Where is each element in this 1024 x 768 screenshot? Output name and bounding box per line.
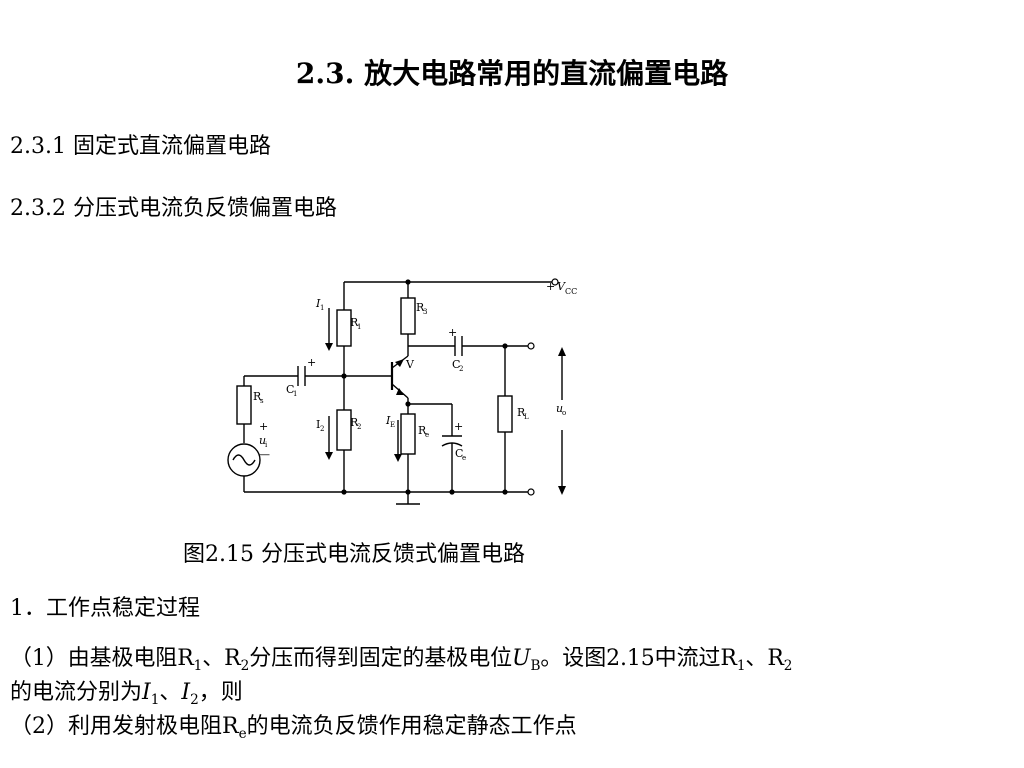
- ui-label: u: [259, 434, 266, 447]
- i1-sub-label: 1: [320, 304, 324, 312]
- resistor-rl: [497, 395, 513, 433]
- c2-label: C: [452, 358, 460, 371]
- section-heading-2-3-1: 2.3.1 固定式直流偏置电路: [10, 134, 271, 159]
- resistor-re: [400, 413, 416, 455]
- resistor-r1: [336, 309, 352, 347]
- paragraph-1-line-1: （1）由基极电阻R1、R2分压而得到固定的基极电位UB。设图2.15中流过R1、…: [10, 646, 793, 674]
- uo-sub-label: o: [562, 409, 566, 417]
- re-label: R: [418, 424, 427, 437]
- r3-sub-label: 3: [423, 308, 427, 316]
- c2-plus-label: +: [448, 326, 457, 339]
- c1-plus-label: +: [307, 356, 316, 369]
- r2-label: R: [350, 416, 359, 429]
- r3-label: R: [416, 301, 425, 314]
- ce-sub-label: e: [462, 454, 466, 462]
- re-sub-label: e: [425, 431, 429, 439]
- page-title: 2.3. 放大电路常用的直流偏置电路: [295, 57, 729, 90]
- resistor-r3: [400, 297, 416, 335]
- c2-sub-label: 2: [459, 365, 463, 373]
- ie-label: I: [385, 414, 391, 427]
- uo-label: u: [556, 402, 563, 415]
- c1-sub-label: 1: [293, 390, 297, 398]
- ui-minus-label: —: [259, 448, 270, 461]
- rl-label: R: [517, 406, 526, 419]
- transistor-label: V: [405, 358, 415, 371]
- ce-plus-label: +: [454, 420, 463, 433]
- vcc-plus-label: +: [546, 280, 555, 293]
- resistor-rs: [236, 385, 252, 425]
- paragraph-2: （2）利用发射极电阻Re的电流负反馈作用稳定静态工作点: [10, 714, 577, 742]
- steps-heading: 1．工作点稳定过程: [10, 596, 200, 621]
- ce-label: C: [455, 447, 463, 460]
- i2-sub-label: 2: [320, 425, 324, 433]
- figure-caption: 图2.15 分压式电流反馈式偏置电路: [183, 542, 525, 567]
- c1-label: C: [286, 383, 294, 396]
- resistor-r2: [336, 409, 352, 451]
- r1-sub-label: 1: [357, 323, 361, 331]
- vcc-label: V: [557, 280, 566, 293]
- ui-plus-label: +: [259, 420, 268, 433]
- ie-sub-label: E: [390, 421, 395, 429]
- i1-label: I: [315, 297, 321, 310]
- rl-sub-label: L: [524, 413, 529, 421]
- vcc-sub-label: CC: [565, 287, 577, 296]
- rs-sub-label: s: [260, 397, 264, 405]
- i2-label: I: [316, 418, 320, 431]
- r1-label: R: [350, 316, 359, 329]
- section-heading-2-3-2: 2.3.2 分压式电流负反馈偏置电路: [10, 196, 337, 221]
- signal-source-icon: [227, 443, 261, 477]
- rs-label: R: [253, 390, 262, 403]
- ui-sub-label: i: [265, 441, 268, 449]
- paragraph-1-line-2: 的电流分别为I1、I2，则: [10, 680, 243, 708]
- r2-sub-label: 2: [357, 423, 361, 431]
